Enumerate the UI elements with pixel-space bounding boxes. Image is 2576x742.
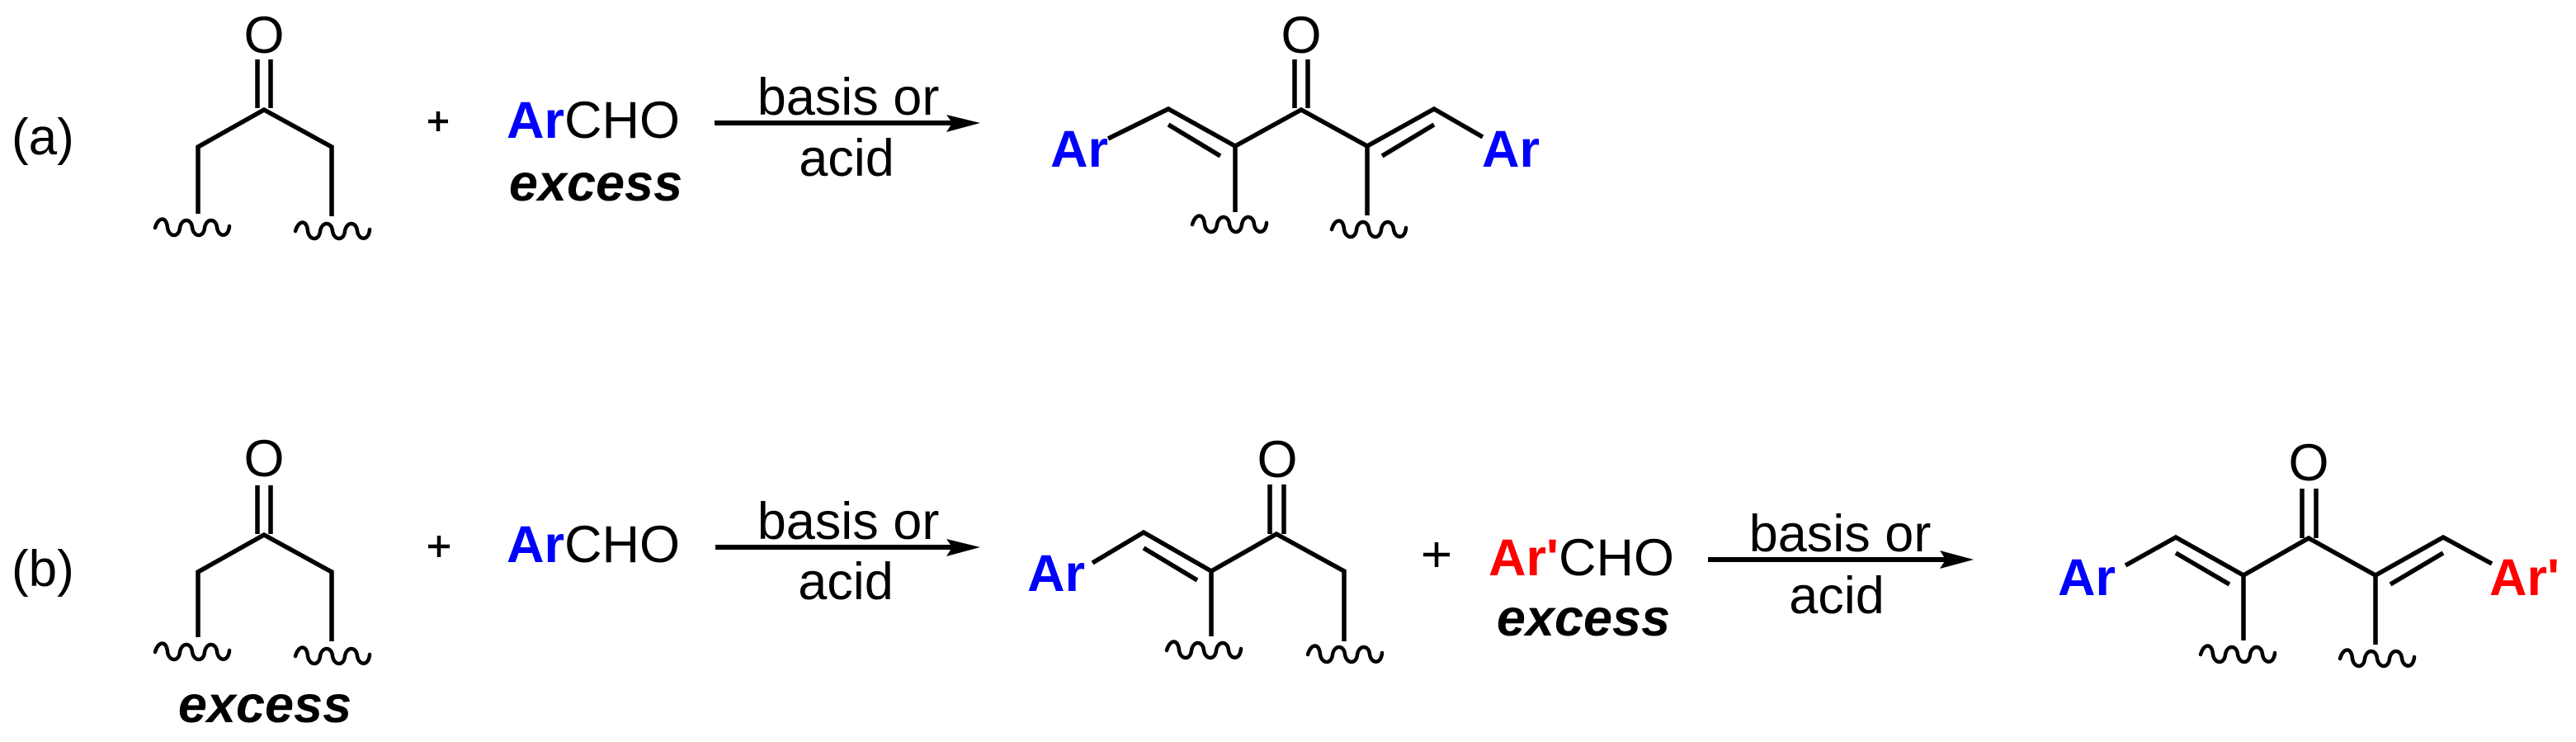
aldehyde-formula: ArCHO: [507, 92, 680, 149]
arrow-condition-below: acid: [799, 130, 894, 187]
scheme-a-ketone: O: [155, 7, 370, 239]
aldehyde-formula: ArCHO: [507, 516, 680, 574]
ar-prime-group: Ar': [1489, 529, 1559, 587]
oxygen-atom: O: [2288, 434, 2328, 492]
reaction-arrow-1: [715, 539, 980, 556]
ar-group-left: Ar: [1050, 121, 1108, 178]
scheme-b-intermediate: O Ar: [1027, 431, 1382, 662]
oxygen-atom: O: [243, 430, 284, 488]
cho-group: CHO: [564, 516, 680, 574]
cho-group: CHO: [564, 92, 680, 149]
wavy-bond-icon: [1167, 642, 1241, 659]
ar-group: Ar: [507, 92, 564, 149]
alkene-inner-bond: [1167, 122, 1222, 158]
oxygen-atom: O: [1281, 7, 1321, 64]
cho-group: CHO: [1559, 529, 1674, 587]
wavy-bond-icon: [295, 648, 370, 664]
alkene-inner-bond: [1142, 546, 1199, 583]
alkene-inner-bond: [1380, 122, 1436, 158]
wavy-bond-icon: [155, 220, 229, 236]
aldehyde-formula: Ar'CHO: [1489, 529, 1674, 587]
excess-note: excess: [178, 676, 351, 734]
alkene-inner-bond: [2389, 551, 2445, 587]
plus-sign: [428, 536, 450, 557]
scheme-b: (b) O excess ArCHO basis or acid O: [12, 430, 2559, 734]
product-skeleton: [1106, 106, 1484, 149]
ketone-skeleton: [196, 106, 334, 216]
wavy-bond-icon: [155, 644, 229, 660]
scheme-a-product: O Ar Ar: [1050, 7, 1540, 237]
reaction-arrow-2: [1708, 551, 1974, 569]
wavy-bond-icon: [1308, 646, 1382, 663]
excess-note: excess: [1497, 589, 1670, 647]
oxygen-atom: O: [243, 7, 284, 64]
scheme-b-ketone: O excess: [155, 430, 370, 734]
arrow-condition-above: basis or: [757, 69, 940, 126]
plus-sign: [428, 111, 448, 131]
ketone-skeleton: [196, 532, 334, 641]
excess-note: excess: [509, 154, 682, 212]
ar-group: Ar: [507, 516, 564, 574]
scheme-a-label: (a): [12, 109, 74, 166]
wavy-bond-icon: [2340, 650, 2414, 667]
scheme-b-product: O Ar Ar': [2058, 434, 2559, 666]
plus-sign: [1423, 542, 1450, 567]
reaction-arrow: [715, 115, 980, 132]
wavy-bond-icon: [1192, 216, 1267, 233]
wavy-bond-icon: [295, 223, 370, 239]
arrow-2-condition-above: basis or: [1749, 505, 1932, 563]
wavy-bond-icon: [1332, 221, 1406, 238]
ar-prime-group-right: Ar': [2489, 549, 2559, 607]
product-skeleton: [2124, 534, 2493, 579]
arrow-2-condition-below: acid: [1789, 567, 1885, 625]
wavy-bond-icon: [2201, 646, 2275, 663]
arrow-1-condition-above: basis or: [757, 493, 940, 551]
scheme-b-label: (b): [12, 541, 74, 598]
arrow-1-condition-below: acid: [798, 553, 894, 611]
intermediate-skeleton: [1091, 529, 1347, 641]
ar-group-left: Ar: [2058, 549, 2116, 607]
scheme-a: (a) O ArCHO excess basis or acid O: [12, 7, 1540, 239]
oxygen-atom: O: [1257, 431, 1297, 489]
ar-group-left: Ar: [1027, 545, 1085, 603]
alkene-inner-bond: [2174, 551, 2231, 587]
ar-group-right: Ar: [1482, 121, 1540, 178]
